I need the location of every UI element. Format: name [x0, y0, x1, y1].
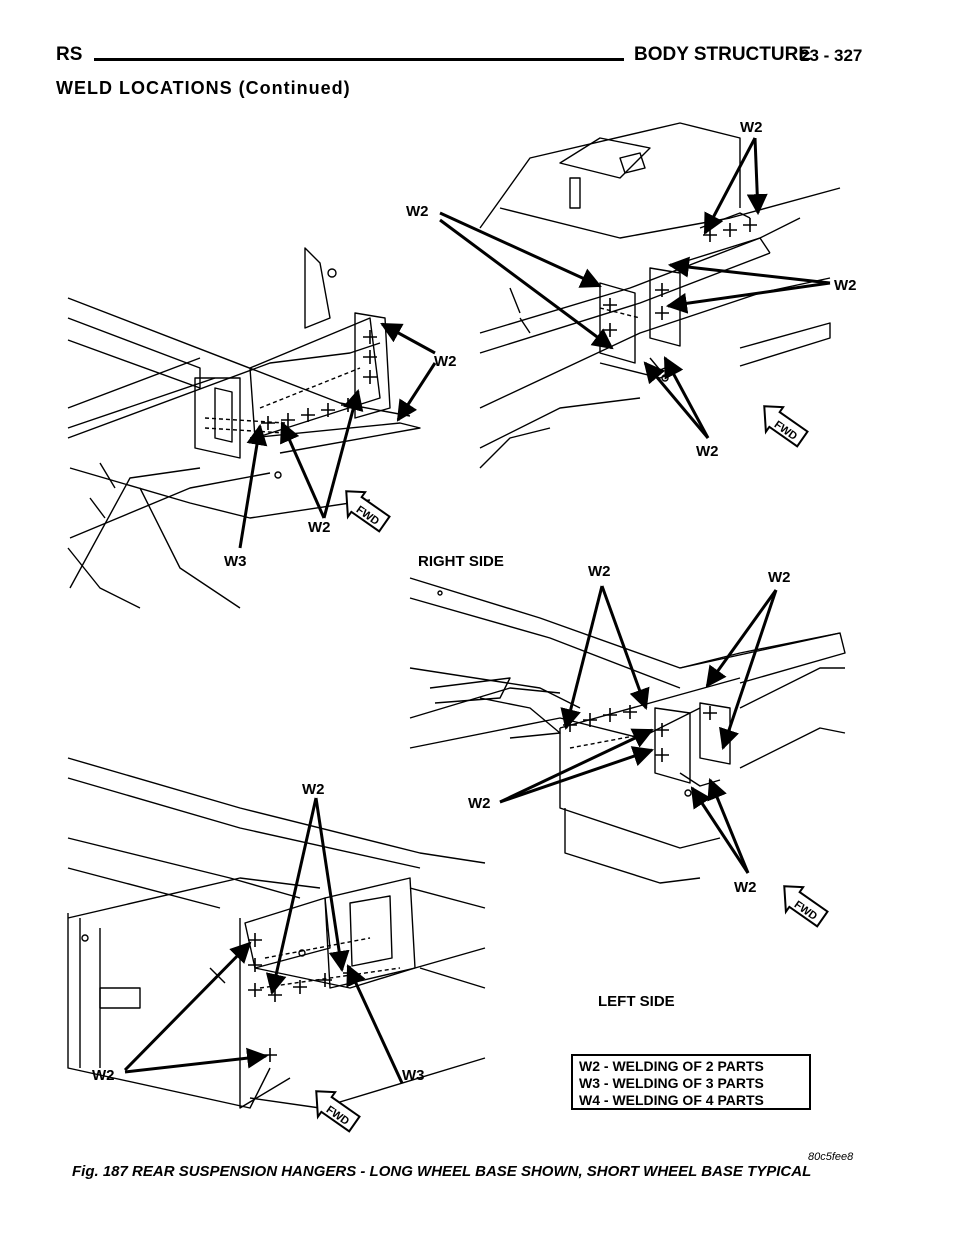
callout-w2: W2 [588, 563, 611, 580]
callout-w2: W2 [740, 119, 763, 136]
figure-drawing: FWD FWD FWD FWD W2 W2 W3 W2 W2 W2 W2 RIG… [67, 119, 857, 1133]
callout-w2: W2 [696, 443, 719, 460]
callout-w2: W2 [768, 569, 791, 586]
legend-w2: W2 - WELDING OF 2 PARTS [579, 1058, 764, 1074]
callout-w2: W2 [834, 277, 857, 294]
callout-w2: W2 [92, 1067, 115, 1084]
figure-ref-code: 80c5fee8 [808, 1151, 854, 1163]
callout-w2: W2 [468, 795, 491, 812]
callout-w2: W2 [434, 353, 457, 370]
left-side-label: LEFT SIDE [598, 993, 675, 1010]
callout-w2: W2 [406, 203, 429, 220]
drawing-top-right [479, 122, 841, 469]
right-side-label: RIGHT SIDE [418, 553, 504, 570]
legend-w3: W3 - WELDING OF 3 PARTS [579, 1075, 764, 1091]
fwd-badge-top-left: FWD [345, 490, 391, 533]
header-page-number: 23 - 327 [800, 46, 863, 65]
fwd-badge-bottom-left: FWD [315, 1090, 361, 1133]
figure-caption: Fig. 187 REAR SUSPENSION HANGERS - LONG … [72, 1163, 812, 1180]
fwd-badge-top-right: FWD [763, 405, 809, 448]
drawing-top-left [67, 247, 421, 609]
fwd-badge-middle-right: FWD [783, 885, 829, 928]
callout-w2: W2 [308, 519, 331, 536]
weld-legend: W2 - WELDING OF 2 PARTS W3 - WELDING OF … [571, 1054, 811, 1110]
header-section-name: BODY STRUCTURE [634, 44, 811, 65]
header-left-code: RS [56, 44, 83, 65]
section-title: WELD LOCATIONS (Continued) [56, 78, 351, 98]
legend-w4: W4 - WELDING OF 4 PARTS [579, 1092, 764, 1108]
callout-w3: W3 [224, 553, 247, 570]
callout-w3: W3 [402, 1067, 425, 1084]
weld-locations-figure: FWD FWD FWD FWD W2 W2 W3 W2 W2 W2 W2 RIG… [40, 108, 920, 1158]
header-rule [94, 58, 624, 61]
callout-arrows [123, 137, 831, 1084]
drawing-middle-right [409, 577, 846, 884]
callout-w2: W2 [734, 879, 757, 896]
callout-w2: W2 [302, 781, 325, 798]
